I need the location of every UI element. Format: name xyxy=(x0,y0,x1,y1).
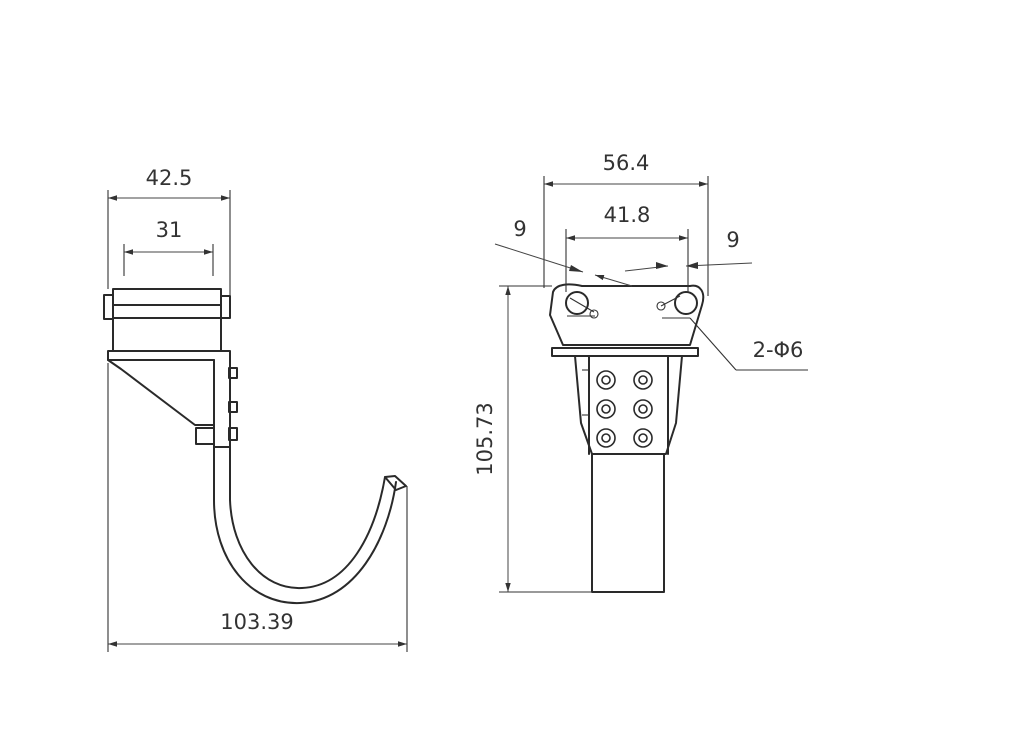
bolt-group xyxy=(596,370,653,448)
base-plate xyxy=(551,347,699,357)
hook-outer xyxy=(213,446,397,605)
dim-105-73-label: 105.73 xyxy=(473,402,497,475)
right-hole xyxy=(674,291,698,315)
dim-41-8-label: 41.8 xyxy=(604,203,651,227)
hole-spec-label: 2-Φ6 xyxy=(753,338,804,362)
bolt-block xyxy=(574,355,683,455)
front-view: 56.4 41.8 9 9 2-Φ6 105.73 xyxy=(473,151,808,593)
bracket xyxy=(107,350,231,448)
dim-42-5-label: 42.5 xyxy=(146,166,193,190)
dim-31-label: 31 xyxy=(156,218,183,242)
top-mount-plate xyxy=(112,288,222,352)
dim-103-39-label: 103.39 xyxy=(220,610,293,634)
dim-9-left-label: 9 xyxy=(513,217,526,241)
left-hole xyxy=(565,291,589,315)
dim-56-4-label: 56.4 xyxy=(603,151,650,175)
hook-inner xyxy=(229,446,386,590)
side-view: 42.5 31 103.39 xyxy=(103,166,408,652)
dim-9-right-label: 9 xyxy=(726,228,739,252)
shaft xyxy=(591,453,665,593)
lug-plate xyxy=(549,283,705,346)
